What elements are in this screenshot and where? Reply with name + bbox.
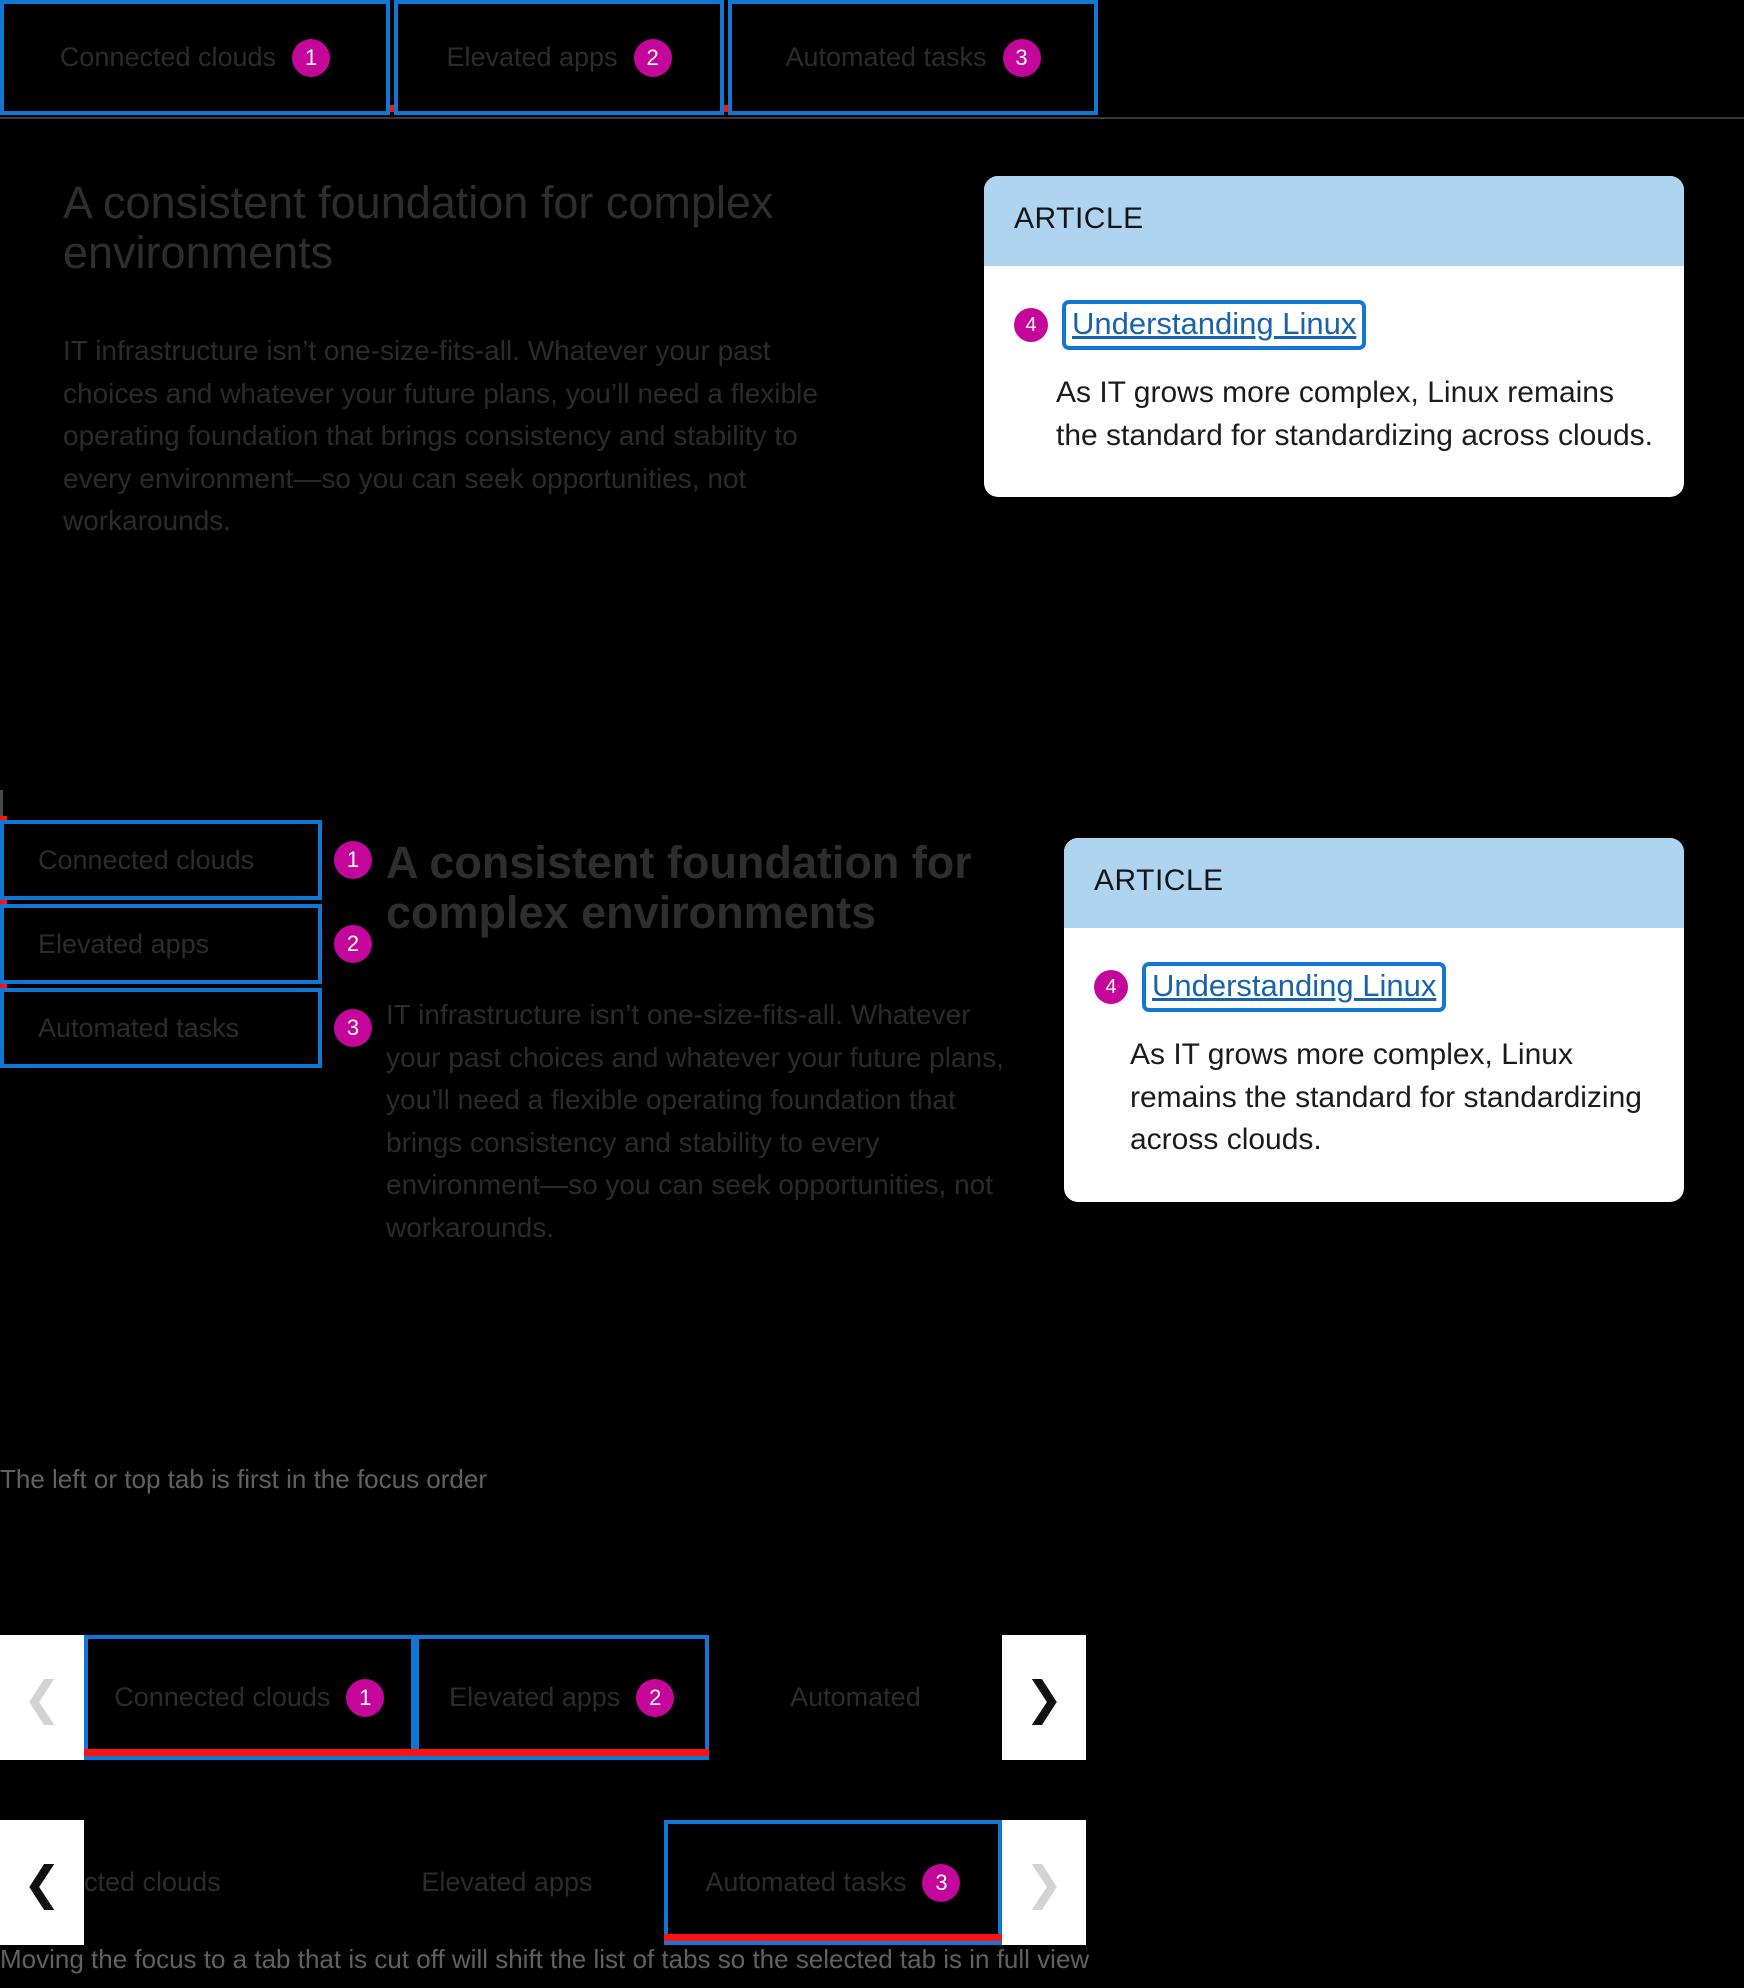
- tab-label: Automated: [790, 1682, 921, 1712]
- focus-order-badge: 2: [334, 925, 372, 963]
- article-card: ARTICLE 4 Understanding Linux As IT grow…: [1064, 838, 1684, 1202]
- card-body: 4 Understanding Linux As IT grows more c…: [1064, 928, 1684, 1202]
- focus-order-badge: 3: [922, 1863, 961, 1902]
- card-body: 4 Understanding Linux As IT grows more c…: [984, 266, 1684, 497]
- article-link[interactable]: Understanding Linux: [1062, 300, 1367, 350]
- caption-scroll-behavior: Moving the focus to a tab that is cut of…: [0, 1944, 1090, 1974]
- tab-automated-tasks[interactable]: Automated tasks 3: [663, 1820, 1002, 1945]
- tab-connected-clouds[interactable]: Connected clouds: [0, 820, 322, 900]
- tab-elevated-apps[interactable]: Elevated apps 2: [394, 0, 724, 115]
- tab-label: Elevated apps: [449, 1682, 621, 1712]
- selected-underline: [84, 1749, 415, 1756]
- tab-label: Automated tasks: [38, 1012, 240, 1043]
- selected-underline: [663, 1934, 1002, 1941]
- focus-order-badge: 4: [1094, 970, 1128, 1004]
- tab-label: Elevated apps: [38, 928, 210, 959]
- focus-order-badge: 1: [346, 1678, 385, 1717]
- focus-order-badge: 1: [334, 841, 372, 879]
- tab-label: Connected clouds: [38, 844, 255, 875]
- tab-elevated-apps[interactable]: Elevated apps: [0, 904, 322, 984]
- article-card: ARTICLE 4 Understanding Linux As IT grow…: [984, 176, 1684, 498]
- focus-order-badge: 2: [636, 1678, 675, 1717]
- caption-focus-order: The left or top tab is first in the focu…: [0, 1464, 488, 1494]
- chevron-left-icon[interactable]: ❮: [0, 1635, 84, 1760]
- panel-body-text: IT infrastructure isn’t one-size-fits-al…: [63, 335, 818, 537]
- card-eyebrow: ARTICLE: [1064, 838, 1684, 928]
- tab-elevated-apps[interactable]: Elevated apps: [350, 1820, 664, 1945]
- chevron-right-icon[interactable]: ❯: [1002, 1820, 1086, 1945]
- tab-label: Connected clouds: [114, 1682, 331, 1712]
- card-link-row: 4 Understanding Linux: [1014, 300, 1654, 350]
- focus-order-badge: 4: [1014, 308, 1048, 342]
- card-eyebrow: ARTICLE: [984, 176, 1684, 266]
- article-link[interactable]: Understanding Linux: [1142, 962, 1447, 1012]
- card-link-row: 4 Understanding Linux: [1094, 962, 1654, 1012]
- tablist-track: cted clouds Elevated apps Automated task…: [84, 1820, 1002, 1945]
- tab-label: Automated tasks: [705, 1867, 907, 1897]
- chevron-left-icon[interactable]: ❮: [0, 1820, 84, 1945]
- focus-order-badge: 3: [1002, 38, 1041, 77]
- tab-automated-tasks[interactable]: Automated tasks 3: [728, 0, 1098, 115]
- focus-order-badge: 3: [334, 1009, 372, 1047]
- tab-connected-clouds[interactable]: Connected clouds 1: [84, 1635, 415, 1760]
- tablist-divider: [0, 117, 1744, 119]
- tab-label: cted clouds: [84, 1867, 221, 1897]
- card-description: As IT grows more complex, Linux remains …: [1130, 1038, 1642, 1157]
- focus-order-badge-column: 1 2 3: [334, 820, 372, 1068]
- tablist-vertical: Connected clouds Elevated apps Automated…: [0, 820, 322, 1068]
- scrollable-tablist-top: ❮ Connected clouds 1 Elevated apps 2 Aut…: [0, 1635, 1086, 1760]
- selected-underline: [414, 1749, 709, 1756]
- badge-row: 2: [334, 904, 372, 984]
- tab-label: Elevated apps: [421, 1867, 593, 1897]
- scrollable-tablist-bottom: ❮ cted clouds Elevated apps Automated ta…: [0, 1820, 1086, 1945]
- panel-body-text: IT infrastructure isn’t one-size-fits-al…: [386, 999, 1004, 1243]
- tab-automated-tasks-cutoff[interactable]: Automated: [708, 1635, 1002, 1760]
- badge-row: 3: [334, 988, 372, 1068]
- badge-row: 1: [334, 820, 372, 900]
- focus-order-badge: 2: [633, 38, 672, 77]
- horizontal-tabs-example: Connected clouds 1 Elevated apps 2 Autom…: [0, 0, 1744, 780]
- card-description: As IT grows more complex, Linux remains …: [1056, 376, 1653, 452]
- tab-connected-clouds[interactable]: Connected clouds 1: [0, 0, 390, 115]
- tablist-track: Connected clouds 1 Elevated apps 2 Autom…: [84, 1635, 1002, 1760]
- panel-heading: A consistent foundation for complex envi…: [386, 837, 972, 939]
- tab-label: Automated tasks: [785, 42, 987, 72]
- tab-label: Elevated apps: [446, 42, 618, 72]
- tab-label: Connected clouds: [59, 42, 277, 72]
- tab-automated-tasks[interactable]: Automated tasks: [0, 988, 322, 1068]
- focus-order-badge: 1: [292, 38, 331, 77]
- panel-heading: A consistent foundation for complex envi…: [63, 177, 774, 279]
- chevron-right-icon[interactable]: ❯: [1002, 1635, 1086, 1760]
- tab-elevated-apps[interactable]: Elevated apps 2: [414, 1635, 709, 1760]
- tab-connected-clouds-cutoff[interactable]: cted clouds: [84, 1820, 350, 1945]
- tablist-horizontal: Connected clouds 1 Elevated apps 2 Autom…: [0, 0, 1098, 115]
